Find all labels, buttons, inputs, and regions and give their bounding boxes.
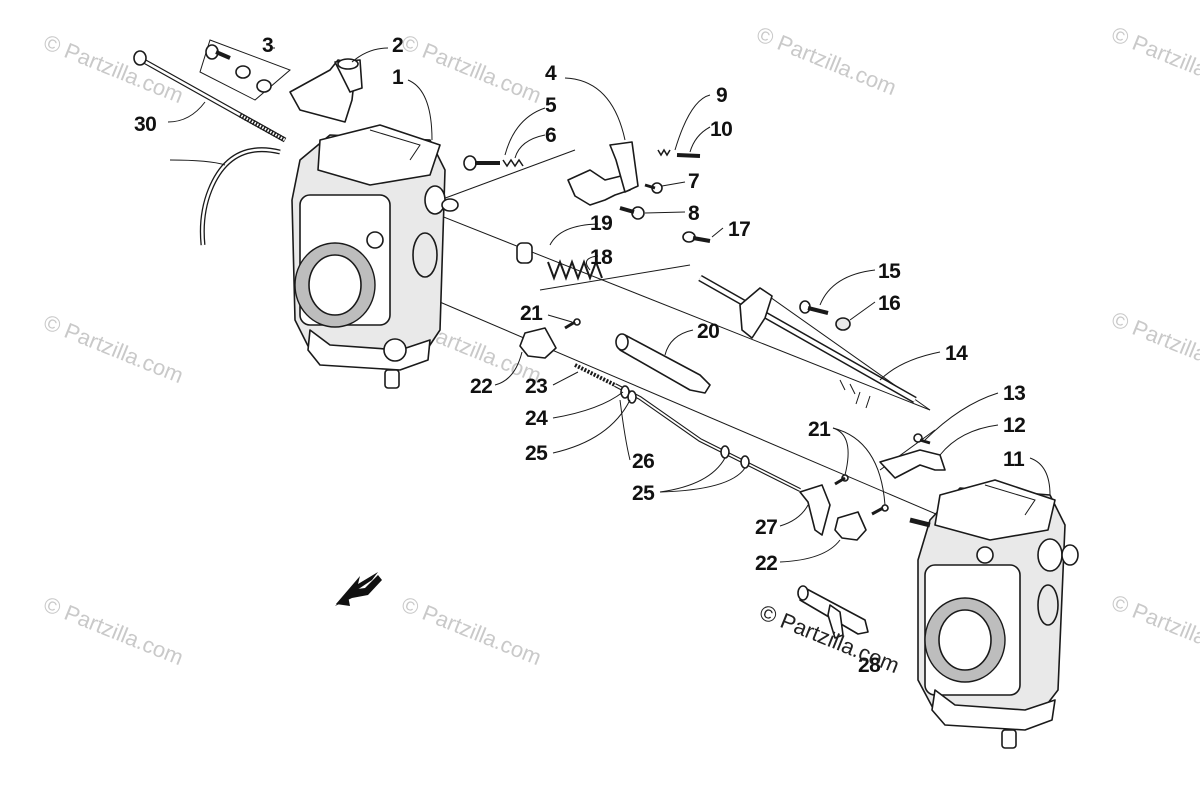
part-23-rod [574,363,801,492]
part-19-bushing [516,242,533,264]
part-9-spring-screw [657,148,701,158]
callout-12: 12 [1003,414,1025,437]
front-direction-arrow-icon [335,572,382,606]
part-30-hose [199,147,281,246]
part-27-bracket [799,474,849,536]
callout-4: 4 [545,62,557,85]
watermark: © Partzilla.com [398,29,545,108]
callout-24: 24 [525,407,548,430]
callout-14: 14 [945,342,968,365]
part-5-screw-spring [463,155,524,171]
callout-6: 6 [545,124,556,147]
callout-2: 2 [392,34,403,57]
watermark: © Partzilla.com [1108,589,1200,668]
callout-23: 23 [525,375,547,398]
callout-1: 1 [392,66,404,89]
watermark: © Partzilla.com [1108,21,1200,100]
callout-25-upper: 25 [525,442,548,465]
callout-8: 8 [688,202,700,225]
part-20-tube [615,333,711,394]
part-2-bracket [289,58,363,123]
callout-19: 19 [590,212,612,235]
part-17-screw [682,231,711,243]
watermark: © Partzilla.com [40,29,187,108]
part-16-nut [835,317,851,331]
callout-21-right: 21 [808,418,831,441]
leader-lines [167,47,1051,563]
part-1-left-carburetor [291,124,459,389]
callout-3: 3 [262,34,273,57]
part-22-bracket-left [519,318,581,359]
callout-11: 11 [1003,448,1025,471]
callout-5: 5 [545,94,557,117]
part-28-tee-fitting [797,585,869,639]
watermark: © Partzilla.com [40,309,187,388]
part-22-bracket-right [834,504,889,541]
callout-16: 16 [878,292,900,315]
callout-9: 9 [716,84,727,107]
part-11-right-carburetor [909,479,1079,749]
callout-22-left: 22 [470,375,492,398]
callout-15: 15 [878,260,901,283]
watermark: © Partzilla.com [398,591,545,670]
watermark: © Partzilla.com [40,591,187,670]
callout-26: 26 [632,450,654,473]
part-3-screw-washers [199,39,291,101]
callout-27: 27 [755,516,777,539]
part-15-screw [799,300,829,315]
callout-13: 13 [1003,382,1025,405]
part-4-linkage-bracket [567,141,663,220]
callout-17: 17 [728,218,750,241]
watermark: © Partzilla.com [753,21,900,100]
callout-29: 30 [134,113,156,136]
watermark: © Partzilla.com [1108,306,1200,385]
callout-10: 10 [710,118,732,141]
callout-28: 28 [858,654,881,677]
callout-7: 7 [688,170,699,193]
callout-20: 20 [697,320,719,343]
part-18-spring [547,259,603,281]
callout-25-lower: 25 [632,482,655,505]
callout-21-left: 21 [520,302,543,325]
part-12-bracket [879,433,946,479]
callout-22-right: 22 [755,552,777,575]
callout-labels: 3 2 1 30 4 5 6 9 10 7 8 17 19 18 15 16 2… [134,34,1026,677]
callout-18: 18 [590,246,613,269]
part-14-throttle-shaft [698,274,917,409]
part-29-long-bolt [133,50,287,143]
